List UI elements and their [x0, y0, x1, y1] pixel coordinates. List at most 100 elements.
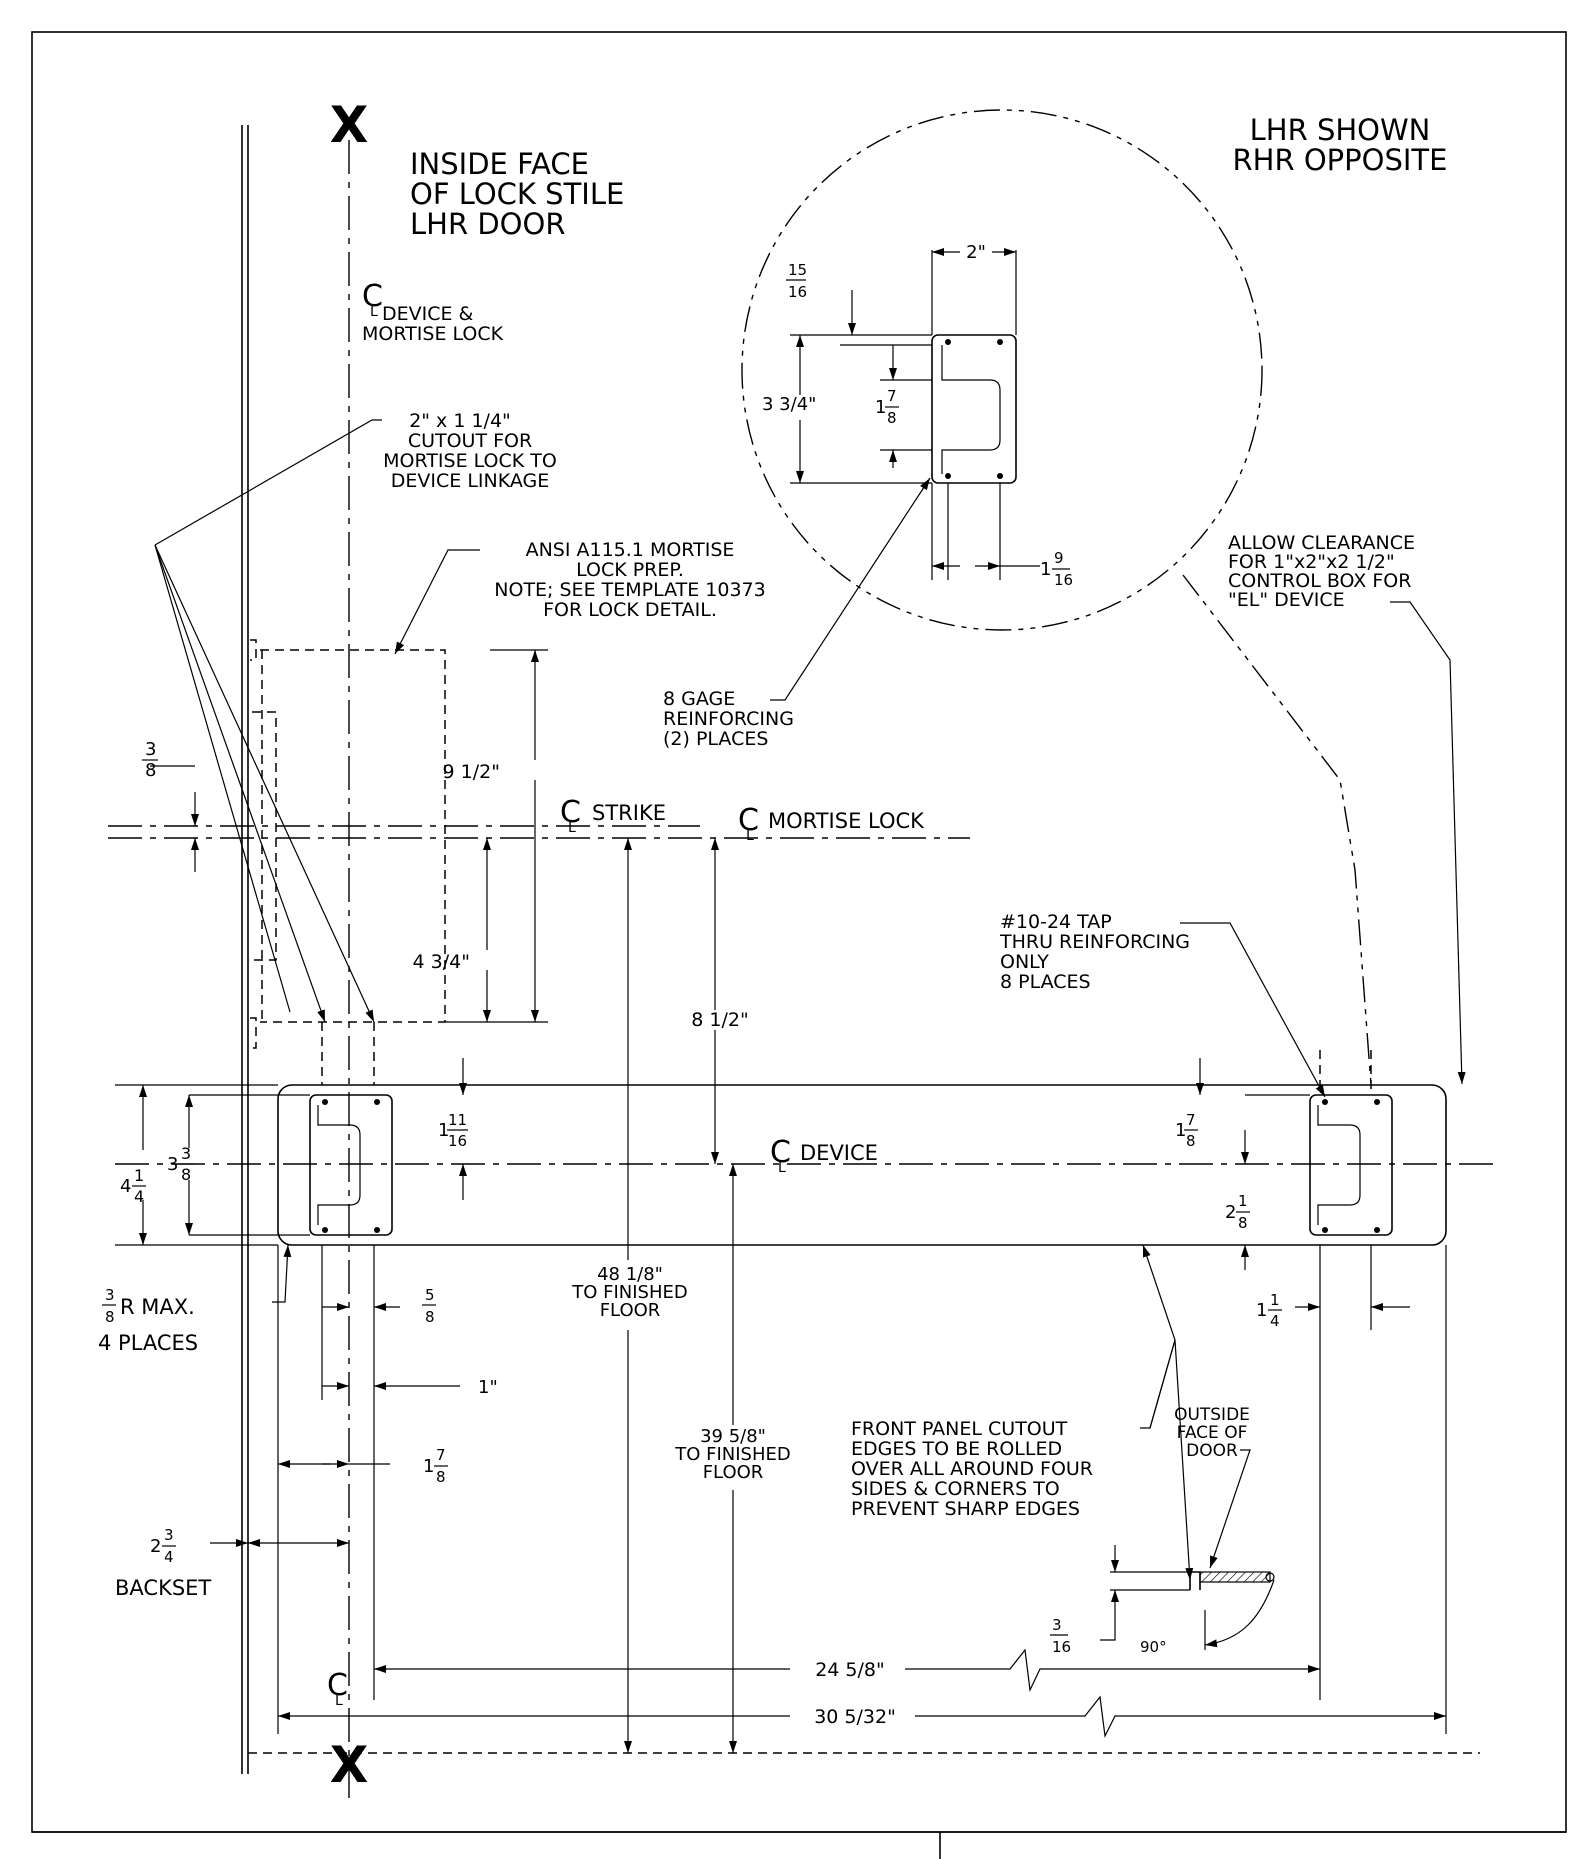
- outside-face-note: OUTSIDE FACE OF DOOR: [1174, 1405, 1250, 1461]
- svg-text:EDGES TO BE ROLLED: EDGES TO BE ROLLED: [851, 1438, 1062, 1460]
- dim-1-7-8-right: 1 7 8: [1175, 1058, 1310, 1150]
- cl-device-mortise-label: C L DEVICE & MORTISE LOCK: [362, 279, 504, 345]
- tap-note: #10-24 TAP THRU REINFORCING ONLY 8 PLACE…: [999, 911, 1190, 993]
- svg-text:FOR LOCK DETAIL.: FOR LOCK DETAIL.: [543, 599, 717, 621]
- svg-text:REINFORCING: REINFORCING: [663, 708, 794, 730]
- svg-text:8 1/2": 8 1/2": [691, 1009, 748, 1031]
- svg-text:C: C: [738, 803, 759, 838]
- svg-text:L: L: [778, 1160, 786, 1176]
- svg-text:7: 7: [1186, 1111, 1196, 1129]
- view-note: LHR SHOWN RHR OPPOSITE: [1233, 113, 1448, 177]
- svg-text:DEVICE &: DEVICE &: [382, 303, 474, 325]
- svg-text:SIDES & CORNERS TO: SIDES & CORNERS TO: [851, 1478, 1060, 1500]
- section-mark-top: X: [330, 96, 369, 154]
- svg-text:ONLY: ONLY: [1000, 951, 1049, 973]
- plate-extensions: [277, 1022, 1447, 1734]
- control-box-phantom: [1182, 574, 1372, 1086]
- svg-text:THRU REINFORCING: THRU REINFORCING: [999, 931, 1190, 953]
- svg-text:PREVENT SHARP EDGES: PREVENT SHARP EDGES: [851, 1498, 1080, 1520]
- svg-text:4: 4: [120, 1176, 131, 1197]
- edge-section-detail: 90°: [1140, 1571, 1275, 1656]
- reinforcing-plate-left: [309, 1094, 393, 1236]
- svg-text:L: L: [746, 828, 754, 844]
- dim-1-7-8-left: 1 7 8: [278, 1446, 448, 1486]
- tap-leader: [1180, 922, 1326, 1098]
- svg-text:1: 1: [1238, 1192, 1248, 1210]
- dim-4-1-4: 4 1 4: [120, 1085, 147, 1245]
- svg-text:4 PLACES: 4 PLACES: [98, 1331, 198, 1355]
- detail-circle: [741, 109, 1263, 631]
- cutout-note: 2" x 1 1/4" CUTOUT FOR MORTISE LOCK TO D…: [383, 410, 557, 492]
- svg-text:3: 3: [164, 1526, 174, 1544]
- svg-text:2: 2: [1225, 1202, 1236, 1223]
- svg-text:DEVICE LINKAGE: DEVICE LINKAGE: [391, 470, 549, 492]
- dim-4-3-4: 4 3/4": [413, 838, 491, 1022]
- mortise-lock-prep: [250, 639, 446, 1049]
- svg-text:11: 11: [448, 1111, 467, 1129]
- svg-text:3 3/4": 3 3/4": [762, 394, 816, 415]
- svg-text:L: L: [568, 820, 576, 836]
- dim-1in: 1": [322, 1377, 498, 1398]
- dim-2-3-4-backset: 2 3 4 BACKSET: [115, 1526, 349, 1600]
- cl-bottom-label: C L: [327, 1668, 348, 1709]
- svg-text:LHR DOOR: LHR DOOR: [410, 207, 565, 241]
- svg-text:4: 4: [134, 1187, 144, 1206]
- svg-text:39 5/8": 39 5/8": [700, 1426, 766, 1447]
- cl-strike-label: C L STRIKE: [560, 795, 666, 836]
- svg-text:FLOOR: FLOOR: [600, 1300, 661, 1321]
- svg-text:C: C: [362, 279, 383, 314]
- svg-text:3: 3: [167, 1154, 178, 1175]
- ansi-leader: [394, 549, 480, 655]
- dim-48-1-8: 48 1/8" TO FINISHED FLOOR: [571, 838, 688, 1753]
- svg-text:8 GAGE: 8 GAGE: [663, 688, 735, 710]
- svg-text:TO FINISHED: TO FINISHED: [571, 1282, 688, 1303]
- svg-text:7: 7: [436, 1446, 446, 1464]
- svg-text:OF LOCK STILE: OF LOCK STILE: [410, 177, 624, 211]
- svg-text:TO FINISHED: TO FINISHED: [674, 1444, 791, 1465]
- detail-dim-15-16: 15 16: [786, 261, 932, 336]
- svg-text:1: 1: [1270, 1291, 1280, 1309]
- svg-text:8: 8: [436, 1468, 446, 1486]
- svg-text:2" x 1 1/4": 2" x 1 1/4": [409, 410, 511, 432]
- svg-text:ALLOW CLEARANCE: ALLOW CLEARANCE: [1228, 532, 1415, 554]
- reinforcing-leader: [770, 477, 931, 701]
- dim-9-1-2: 9 1/2": [443, 649, 548, 1023]
- svg-text:3: 3: [1052, 1616, 1062, 1634]
- svg-text:16: 16: [1052, 1638, 1071, 1656]
- clearance-leader: [1390, 601, 1466, 1085]
- svg-text:NOTE; SEE TEMPLATE 10373: NOTE; SEE TEMPLATE 10373: [494, 579, 765, 601]
- device-cutout: [277, 1084, 1447, 1246]
- svg-text:8: 8: [1238, 1214, 1248, 1232]
- svg-text:CONTROL BOX FOR: CONTROL BOX FOR: [1228, 570, 1411, 592]
- sheet-border: [31, 31, 1567, 1833]
- svg-text:MORTISE LOCK: MORTISE LOCK: [768, 809, 925, 833]
- dim-39-5-8: 39 5/8" TO FINISHED FLOOR: [674, 1164, 791, 1753]
- reinforcing-note: 8 GAGE REINFORCING (2) PLACES: [663, 688, 794, 750]
- svg-text:8: 8: [145, 760, 156, 781]
- cutout-leaders: [154, 419, 382, 1023]
- cl-mortise-lock-label: C L MORTISE LOCK: [738, 803, 925, 844]
- detail-dim-1-9-16: 1 9 16: [932, 549, 1073, 589]
- dim-8-1-2: 8 1/2": [691, 838, 749, 1164]
- detail-dim-3-3-4: 3 3/4": [762, 335, 932, 484]
- dim-3-3-8: 3 3 8: [167, 1094, 310, 1236]
- svg-text:FOR 1"x2"x2 1/2": FOR 1"x2"x2 1/2": [1228, 551, 1395, 573]
- svg-text:30 5/32": 30 5/32": [814, 1706, 896, 1728]
- svg-text:5: 5: [425, 1286, 435, 1304]
- svg-text:8: 8: [105, 1308, 115, 1326]
- svg-text:OVER ALL AROUND FOUR: OVER ALL AROUND FOUR: [851, 1458, 1093, 1480]
- svg-text:8 PLACES: 8 PLACES: [1000, 971, 1091, 993]
- panel-leader-down: [1149, 1339, 1194, 1581]
- svg-text:C: C: [770, 1135, 791, 1170]
- svg-text:#10-24 TAP: #10-24 TAP: [1000, 911, 1112, 933]
- svg-text:1: 1: [875, 397, 886, 418]
- svg-text:ANSI A115.1 MORTISE: ANSI A115.1 MORTISE: [526, 539, 735, 561]
- svg-text:MORTISE LOCK: MORTISE LOCK: [362, 323, 504, 345]
- dim-1-1-4: 1 1 4: [1256, 1291, 1410, 1330]
- svg-text:C: C: [327, 1668, 348, 1703]
- svg-text:1: 1: [423, 1456, 434, 1477]
- dim-24-5-8: 24 5/8": [374, 1648, 1320, 1693]
- panel-note: FRONT PANEL CUTOUT EDGES TO BE ROLLED OV…: [851, 1418, 1093, 1520]
- detail-dim-2in: 2": [932, 242, 1016, 263]
